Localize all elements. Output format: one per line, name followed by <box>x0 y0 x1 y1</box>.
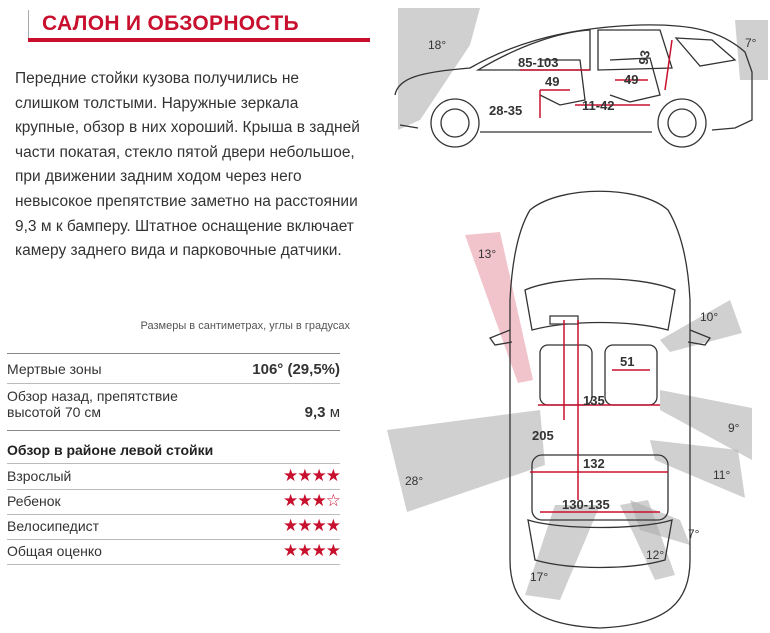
dim-label: 28-35 <box>489 103 523 118</box>
units-note: Размеры в сантиметрах, углы в градусах <box>140 320 350 332</box>
header-left-block <box>0 10 29 40</box>
angle-label: 7° <box>688 527 700 541</box>
rating-label: Ребенок <box>7 493 61 509</box>
angle-label: 13° <box>478 247 497 261</box>
rating-label: Велосипедист <box>7 518 100 534</box>
rating-label: Взрослый <box>7 468 72 484</box>
angle-label: 17° <box>530 570 549 584</box>
angle-label: 12° <box>646 548 665 562</box>
dim-label: 130-135 <box>562 497 610 512</box>
page-title: САЛОН И ОБЗОРНОСТЬ <box>42 12 299 35</box>
spec-value: 106° (29,5%) <box>252 361 340 378</box>
header-red-stripe <box>28 38 370 42</box>
angle-label: 28° <box>405 474 424 488</box>
rating-label: Общая оценко <box>7 543 102 559</box>
angle-label: 7° <box>745 36 757 50</box>
rating-row: Велосипедист ★★★★ <box>7 516 341 538</box>
side-dim-lines <box>520 39 673 118</box>
dim-label: 51 <box>620 354 635 369</box>
side-car-outline <box>394 24 753 148</box>
angle-label: 11° <box>713 468 731 482</box>
spec-label: Мертвые зоны <box>7 361 102 377</box>
rating-row: Ребенок ★★★☆ <box>7 491 341 513</box>
side-zone-rear <box>735 20 768 80</box>
dim-label: 205 <box>532 428 554 443</box>
dim-label: 49 <box>624 72 639 87</box>
spec-label-line2: высотой 70 см <box>7 404 101 420</box>
angle-label: 9° <box>728 421 740 435</box>
spec-row-rear-view: Обзор назад, препятствие высотой 70 см 9… <box>7 388 340 424</box>
star-rating: ★★★★ <box>283 541 341 560</box>
intro-paragraph: Передние стойки кузова получились не сли… <box>15 70 360 260</box>
top-zone-9 <box>660 390 752 460</box>
spec-value: 9,3 м <box>304 404 340 421</box>
star-rating: ★★★☆ <box>283 491 341 510</box>
dim-label: 135 <box>583 393 605 408</box>
top-zone-11 <box>650 440 745 498</box>
section-header: САЛОН И ОБЗОРНОСТЬ <box>0 0 370 42</box>
side-zone-front <box>398 8 480 130</box>
star-rating: ★★★★ <box>283 466 341 485</box>
angle-label: 18° <box>428 38 447 52</box>
divider <box>7 353 340 354</box>
angle-label: 10° <box>700 310 719 324</box>
top-dim-lines <box>530 315 668 513</box>
divider <box>7 383 340 384</box>
rating-row: Взрослый ★★★★ <box>7 466 341 488</box>
dim-label: 11-42 <box>582 98 615 113</box>
top-zone-28 <box>387 410 545 512</box>
divider <box>7 564 340 565</box>
rating-row: Общая оценко ★★★★ <box>7 541 341 563</box>
divider <box>7 514 340 515</box>
spec-row-blind-zones: Мертвые зоны 106° (29,5%) <box>7 361 340 381</box>
dim-label: 49 <box>545 74 560 89</box>
spec-label-line1: Обзор назад, препятствие <box>7 388 178 404</box>
top-zone-front-left <box>465 232 533 383</box>
dim-label: 132 <box>583 456 605 471</box>
top-zone-17 <box>525 505 600 600</box>
rating-section-title: Обзор в районе левой стойки <box>7 442 214 458</box>
top-zone-10 <box>660 300 742 352</box>
divider <box>7 539 340 540</box>
dim-label: 85-103 <box>518 55 559 70</box>
divider <box>7 489 340 490</box>
dim-label: 93 <box>635 49 653 66</box>
divider <box>7 463 340 464</box>
star-rating: ★★★★ <box>283 516 341 535</box>
divider <box>7 430 340 431</box>
